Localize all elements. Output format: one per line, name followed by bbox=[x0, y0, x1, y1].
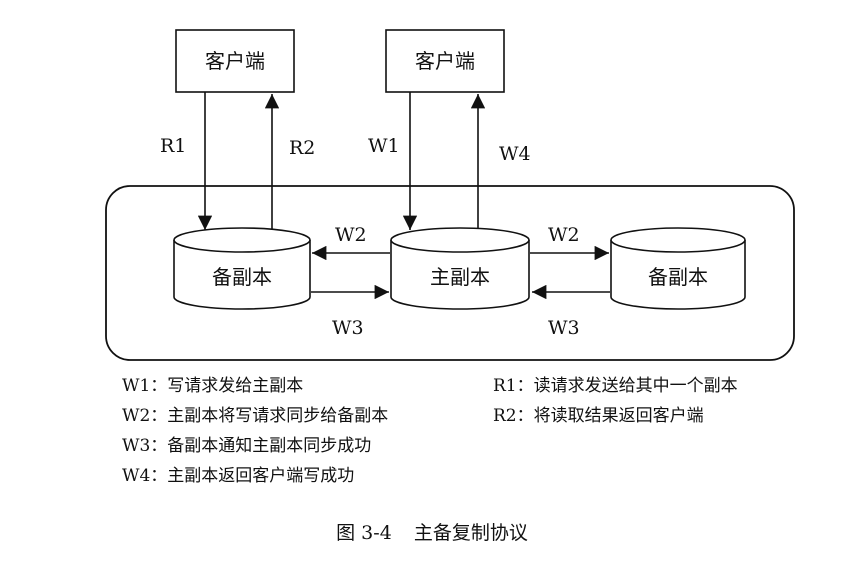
label-w3-right: W3 bbox=[548, 317, 580, 339]
label-w4: W4 bbox=[499, 143, 531, 165]
legend-write-steps: W1：写请求发给主副本 W2：主副本将写请求同步给备副本 W3：备副本通知主副本… bbox=[122, 371, 388, 491]
backup-replica-right-cylinder: 备副本 bbox=[610, 227, 746, 310]
client-left-label: 客户端 bbox=[205, 49, 265, 73]
label-w2-left: W2 bbox=[335, 224, 367, 246]
legend-item-w1: W1：写请求发给主副本 bbox=[122, 376, 304, 396]
figure-caption: 图 3-4 主备复制协议 bbox=[0, 518, 864, 545]
legend-item-w3: W3：备副本通知主副本同步成功 bbox=[122, 436, 372, 456]
client-right-label: 客户端 bbox=[415, 49, 475, 73]
backup-right-label: 备副本 bbox=[648, 265, 708, 289]
primary-label: 主副本 bbox=[430, 265, 490, 289]
backup-replica-left-cylinder: 备副本 bbox=[173, 227, 311, 310]
replica-group-container bbox=[105, 185, 795, 361]
legend-item-w4: W4：主副本返回客户端写成功 bbox=[122, 466, 355, 486]
legend-item-w2: W2：主副本将写请求同步给备副本 bbox=[122, 406, 389, 426]
backup-left-label: 备副本 bbox=[212, 265, 272, 289]
client-right-box: 客户端 bbox=[385, 29, 505, 93]
legend-item-r1: R1：读请求发送给其中一个副本 bbox=[493, 376, 738, 396]
figure-title: 主备复制协议 bbox=[413, 522, 528, 544]
label-w3-left: W3 bbox=[332, 317, 364, 339]
legend-item-r2: R2：将读取结果返回客户端 bbox=[493, 406, 704, 426]
legend-read-steps: R1：读请求发送给其中一个副本 R2：将读取结果返回客户端 bbox=[493, 371, 738, 431]
figure-number: 图 3-4 bbox=[336, 522, 392, 544]
client-left-box: 客户端 bbox=[175, 29, 295, 93]
label-w1: W1 bbox=[368, 135, 400, 157]
label-r2: R2 bbox=[289, 137, 315, 159]
primary-replica-cylinder: 主副本 bbox=[390, 227, 530, 310]
label-r1: R1 bbox=[160, 135, 186, 157]
label-w2-right: W2 bbox=[548, 224, 580, 246]
